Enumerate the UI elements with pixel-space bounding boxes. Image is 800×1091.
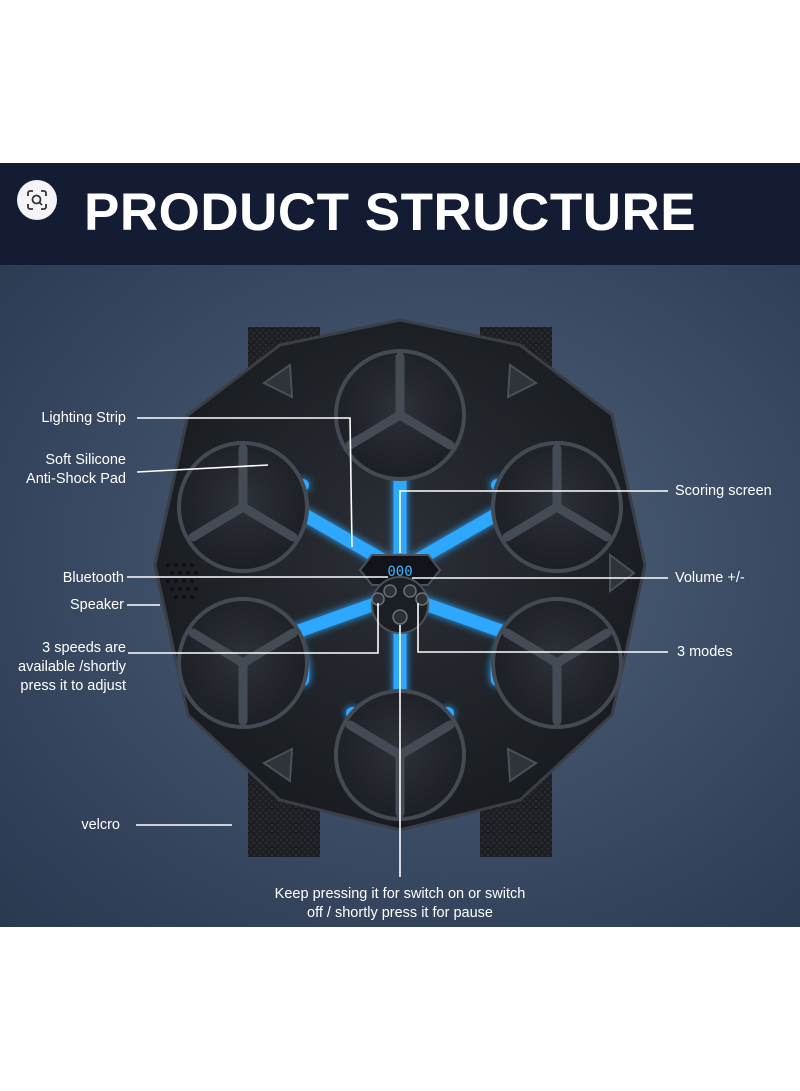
label-power-line1: Keep pressing it for switch on or switch xyxy=(274,886,526,902)
scoring-screen-digits: 000 xyxy=(387,564,412,580)
label-bluetooth: Bluetooth xyxy=(62,570,124,586)
label-speeds-line3: press it to adjust xyxy=(20,678,126,694)
blank-footer xyxy=(0,927,800,1091)
label-power-line2: off / shortly press it for pause xyxy=(307,905,493,921)
label-volume: Volume +/- xyxy=(675,570,745,586)
label-lighting-strip: Lighting Strip xyxy=(41,410,126,426)
strike-pad-lower-right xyxy=(491,597,623,729)
title-banner xyxy=(0,163,800,265)
visual-search-icon xyxy=(27,190,47,210)
product-diagram-panel: 000 Lighting Strip Soft Silicone Anti-Sh… xyxy=(0,265,800,927)
label-silicone-pad-line1: Soft Silicone xyxy=(45,452,126,468)
power-button[interactable] xyxy=(392,609,408,625)
strike-pad-top xyxy=(334,349,466,481)
mode-button[interactable] xyxy=(415,592,429,606)
label-velcro: velcro xyxy=(81,817,120,833)
strike-pad-lower-left xyxy=(177,597,309,729)
speaker-grille xyxy=(166,563,198,599)
page-title: PRODUCT STRUCTURE xyxy=(84,183,697,242)
label-modes: 3 modes xyxy=(677,644,733,660)
boxing-machine-illustration: 000 xyxy=(127,318,668,877)
label-scoring-screen: Scoring screen xyxy=(675,483,772,499)
label-speaker: Speaker xyxy=(69,597,124,613)
corner-bumpers xyxy=(262,363,636,783)
strike-pad-upper-right xyxy=(491,441,623,573)
volume-button[interactable] xyxy=(403,584,417,598)
strike-pad-upper-left xyxy=(177,441,309,573)
label-speeds-line2: available /shortly xyxy=(18,659,126,675)
bluetooth-button[interactable] xyxy=(383,584,397,598)
visual-search-button[interactable] xyxy=(17,180,57,220)
label-silicone-pad-line2: Anti-Shock Pad xyxy=(26,471,126,487)
callout-lines xyxy=(127,417,668,877)
label-speeds-line1: 3 speeds are xyxy=(42,640,126,656)
